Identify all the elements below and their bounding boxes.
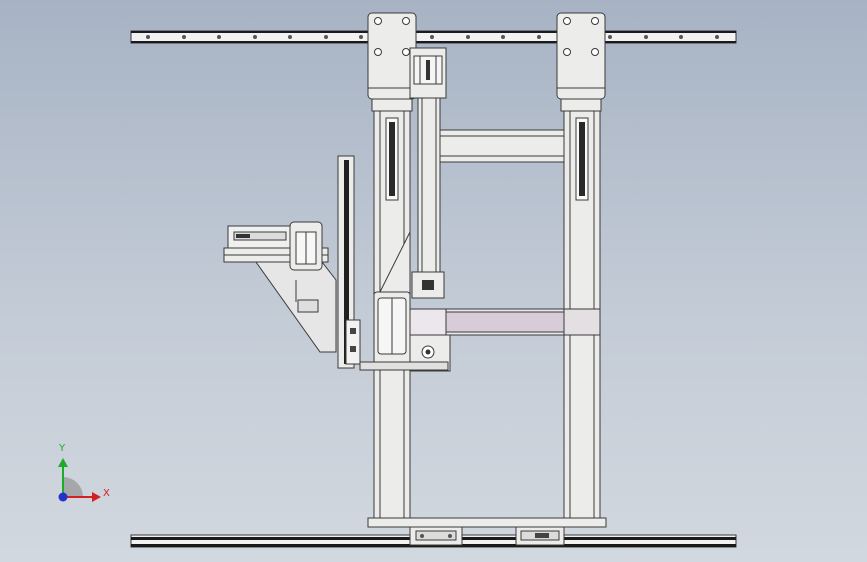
x-axis-label: X (103, 488, 110, 499)
top-carriage-left (367, 12, 417, 112)
bottom-carriage-right (515, 525, 565, 546)
bottom-carriage-left (409, 525, 463, 546)
upper-cross-beam (437, 129, 565, 163)
lower-cross-beam (409, 308, 601, 336)
top-carriage-right (556, 12, 606, 112)
rail-bolt-holes (146, 35, 719, 39)
y-axis-label: Y (59, 443, 66, 454)
base-plate (367, 517, 607, 528)
z-axis-housing (359, 291, 451, 372)
top-rail (130, 30, 737, 44)
gripper-mount-plate (337, 155, 361, 369)
vertical-actuator (409, 47, 447, 299)
coordinate-triad (58, 458, 101, 502)
gripper-assembly (223, 221, 337, 353)
